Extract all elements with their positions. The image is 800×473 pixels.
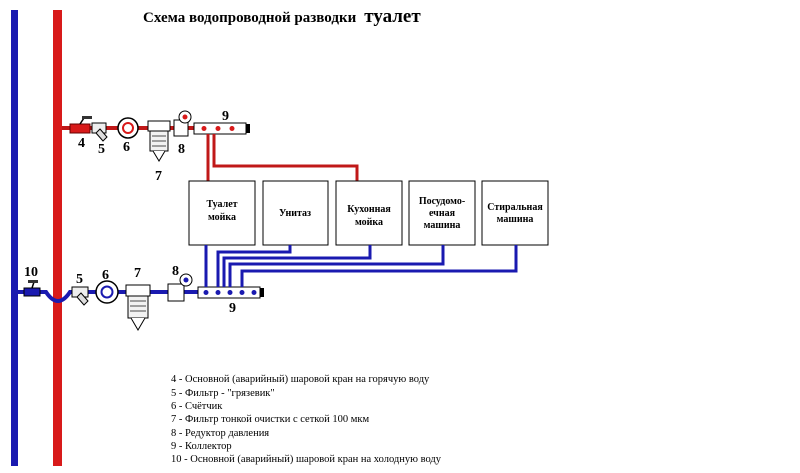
cold-label-manifold: 9: [229, 301, 236, 316]
legend-item: 7 - Фильтр тонкой очистки с сеткой 100 м…: [171, 414, 369, 425]
legend-item: 10 - Основной (аварийный) шаровой кран н…: [171, 454, 442, 465]
hot-pressure-reducer-icon: [173, 110, 192, 137]
hot-mud-filter-icon: [91, 122, 108, 142]
cold-water-riser: [11, 10, 18, 466]
legend: 4 - Основной (аварийный) шаровой кран на…: [171, 374, 442, 465]
hot-label-meter: 6: [123, 140, 130, 155]
hot-ball-valve-icon[interactable]: [69, 116, 92, 134]
diagram-title: Схема водопроводной разводки туалет: [143, 6, 421, 27]
cold-branch-toilet-bowl: [216, 245, 292, 287]
hot-manifold-icon: [193, 122, 250, 135]
cold-water-meter-icon: [95, 280, 119, 304]
fixture-kitchen-sink: Кухонная мойка: [335, 180, 403, 246]
cold-pressure-reducer-icon: [167, 273, 193, 302]
cold-branch-dishwasher: [228, 245, 445, 287]
fixture-toilet-bowl: Унитаз: [262, 180, 329, 246]
fixture-label-line: машина: [424, 220, 461, 231]
hot-label-filter: 5: [98, 142, 105, 157]
legend-item: 5 - Фильтр - "грязевик": [171, 388, 275, 399]
fixture-washing-machine: Стиральная машина: [481, 180, 549, 246]
fixture-label-line: ечная: [429, 208, 456, 219]
cold-fine-filter-icon: [125, 284, 151, 331]
cold-branch-washing-machine: [240, 245, 518, 287]
fixture-toilet-sink: Туалет мойка: [188, 180, 256, 246]
hot-label-valve: 4: [78, 136, 85, 151]
title-emphasis: туалет: [364, 6, 421, 27]
legend-item: 4 - Основной (аварийный) шаровой кран на…: [171, 374, 430, 385]
legend-item: 9 - Коллектор: [171, 441, 232, 452]
legend-item: 8 - Редуктор давления: [171, 428, 269, 439]
legend-item: 6 - Счётчик: [171, 401, 223, 412]
cold-manifold-icon: [197, 286, 264, 299]
fixture-label-line: Кухонная: [347, 204, 391, 215]
cold-branch-kitchen-sink: [222, 245, 372, 287]
hot-label-reducer: 8: [178, 142, 185, 157]
cold-label-filter: 5: [76, 272, 83, 287]
hot-water-line: 4 5 6 7 8 9: [62, 109, 359, 184]
cold-mud-filter-icon: [71, 286, 89, 306]
fixture-label-line: Посудомо-: [419, 196, 465, 207]
fixture-label-line: Туалет: [206, 199, 237, 210]
fixture-dishwasher: Посудомо- ечная машина: [408, 180, 476, 246]
hot-label-fine-filter: 7: [155, 169, 162, 184]
cold-water-line: 10 5 6 7 8 9: [18, 245, 518, 331]
fixture-label-line: машина: [497, 214, 534, 225]
cold-label-main-valve: 10: [24, 265, 38, 280]
fixture-label-line: мойка: [208, 212, 236, 223]
fixture-label-line: Стиральная: [487, 202, 543, 213]
title-prefix: Схема водопроводной разводки: [143, 10, 357, 26]
hot-branch-kitchen-sink: [212, 134, 359, 181]
fixture-label-line: мойка: [355, 217, 383, 228]
cold-label-meter: 6: [102, 268, 109, 283]
cold-ball-valve-icon[interactable]: [23, 280, 41, 297]
cold-supply-pipe: [18, 290, 200, 303]
hot-fine-filter-icon: [147, 120, 171, 162]
cold-label-reducer: 8: [172, 264, 179, 279]
hot-water-riser: [53, 10, 62, 466]
hot-water-meter-icon: [117, 117, 139, 139]
hot-label-manifold: 9: [222, 109, 229, 124]
fixture-label-line: Унитаз: [279, 208, 311, 219]
cold-label-fine-filter: 7: [134, 266, 141, 281]
